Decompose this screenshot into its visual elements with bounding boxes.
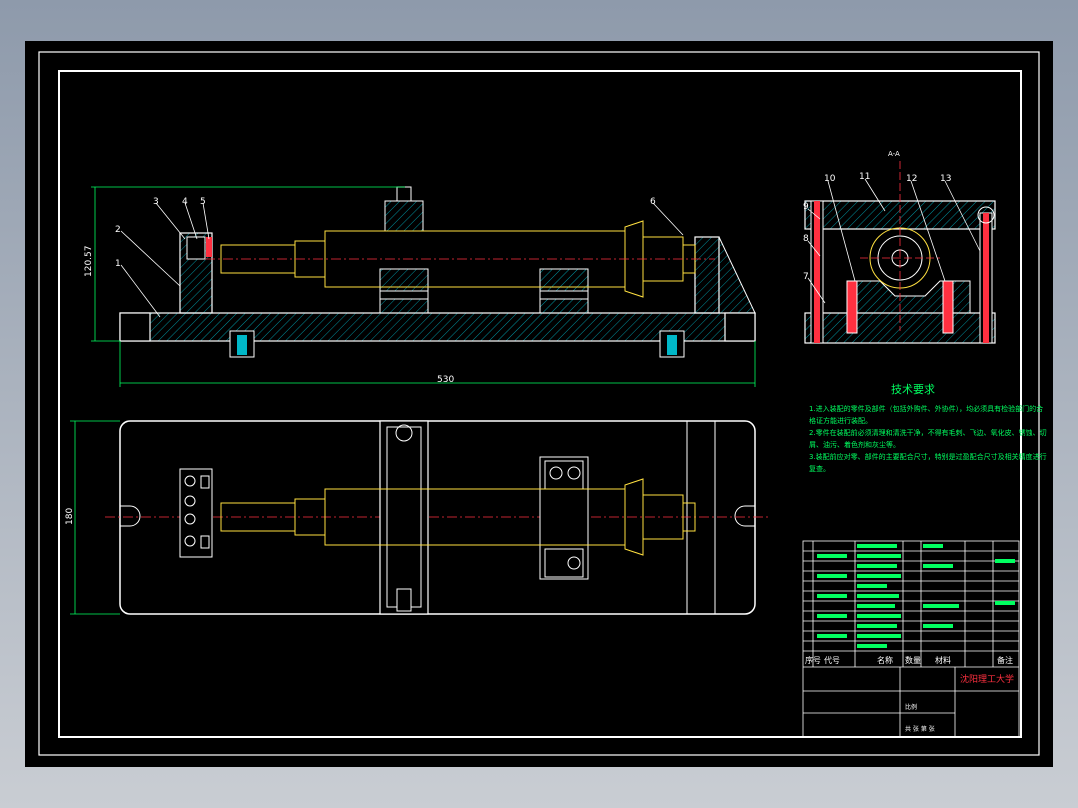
tech-req-line-3: 2.零件在装配前必须清理和清洗干净，不得有毛刺、飞边、氧化皮、锈蚀、切	[809, 428, 1047, 437]
cad-viewport[interactable]: 530 120.57 1 2 3 4 5 6 A-A 7 8 9	[25, 41, 1053, 767]
header-note: 备注	[997, 655, 1013, 665]
tech-req-line-2: 格证方能进行装配。	[809, 416, 872, 425]
section-mark: A-A	[888, 150, 900, 158]
front-view	[91, 186, 756, 387]
header-qty: 数量	[905, 655, 921, 665]
side-view	[804, 161, 996, 344]
header-code: 代号	[824, 655, 840, 665]
dim-length: 530	[437, 375, 454, 385]
sheet-label: 共 张 第 张	[905, 725, 935, 733]
school-name: 沈阳理工大学	[960, 673, 1014, 685]
header-name: 名称	[877, 655, 893, 665]
balloon-1: 1	[115, 259, 121, 269]
tech-req-line-1: 1.进入装配的零件及部件（包括外购件、外协件），均必须具有检验部门的合	[809, 404, 1043, 413]
balloon-5: 5	[200, 197, 206, 207]
balloon-2: 2	[115, 225, 121, 235]
parts-list	[802, 540, 1020, 738]
balloon-12: 12	[906, 174, 917, 184]
header-material: 材料	[935, 655, 951, 665]
parts-list-rows	[817, 544, 1015, 648]
dim-width: 180	[65, 508, 75, 525]
header-seq: 序号	[805, 655, 821, 665]
balloon-8: 8	[803, 234, 809, 244]
drawing-sheet: 530 120.57 1 2 3 4 5 6 A-A 7 8 9	[38, 51, 1047, 756]
balloon-7: 7	[803, 272, 809, 282]
balloon-9: 9	[803, 202, 809, 212]
tech-req-line-4: 屑、油污、着色剂和灰尘等。	[809, 440, 900, 449]
tech-req-line-5: 3.装配前应对零、部件的主要配合尺寸，特别是过盈配合尺寸及相关精度进行	[809, 452, 1047, 461]
dim-height: 120.57	[84, 246, 94, 278]
tech-req-line-6: 复查。	[809, 464, 830, 473]
tech-req-title: 技术要求	[891, 383, 935, 396]
scale-label: 比例	[905, 703, 917, 711]
plan-view	[70, 420, 770, 615]
balloon-13: 13	[940, 174, 951, 184]
balloon-6: 6	[650, 197, 656, 207]
balloon-4: 4	[182, 197, 188, 207]
outer-frame	[38, 51, 1040, 756]
balloon-11: 11	[859, 172, 870, 182]
balloon-3: 3	[153, 197, 159, 207]
balloon-10: 10	[824, 174, 836, 184]
inner-frame	[58, 70, 1022, 738]
